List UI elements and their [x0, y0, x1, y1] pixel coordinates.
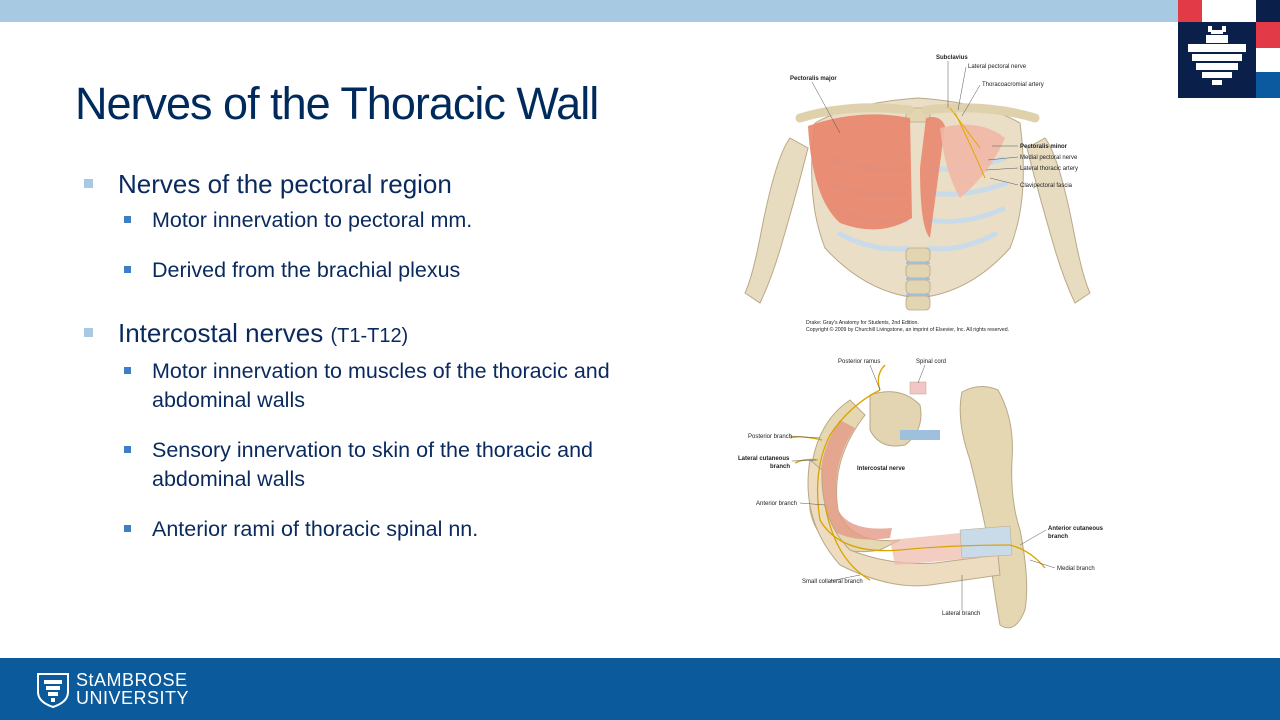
university-name-line2: UNIVERSITY — [76, 688, 190, 708]
university-name-line1: StAMBROSE — [76, 670, 188, 690]
label-lateral-cutaneous-2: branch — [770, 464, 790, 470]
bullet-intercostal-note: (T1-T12) — [330, 325, 409, 347]
bee-logo — [1178, 0, 1280, 98]
sub-bullet: Motor innervation to muscles of the thor… — [84, 357, 644, 415]
intercostal-nerve-illustration: Posterior ramus Spinal cord Posterior br… — [738, 359, 1104, 629]
label-intercostal-nerve: Intercostal nerve — [857, 466, 906, 472]
label-pectoralis-major: Pectoralis major — [790, 76, 837, 82]
label-clavipectoral-fascia: Clavipectoral fascia — [1020, 183, 1073, 189]
label-anterior-cutaneous-2: branch — [1048, 534, 1068, 540]
label-lateral-thoracic-artery: Lateral thoracic artery — [1020, 166, 1078, 172]
sub-bullet-text: Anterior rami of thoracic spinal nn. — [152, 517, 479, 541]
sub-bullet-text: Sensory innervation to skin of the thora… — [152, 438, 594, 491]
label-spinal-cord: Spinal cord — [916, 359, 946, 365]
sub-bullet: Anterior rami of thoracic spinal nn. — [84, 515, 644, 544]
label-pectoralis-minor: Pectoralis minor — [1020, 144, 1068, 150]
bullet-pectoral: Nerves of the pectoral region — [84, 168, 644, 200]
label-medial-branch: Medial branch — [1057, 566, 1095, 572]
sub-bullet-text: Motor innervation to pectoral mm. — [152, 208, 473, 232]
bullet-list: Nerves of the pectoral region Motor inne… — [84, 168, 644, 544]
label-anterior-branch: Anterior branch — [756, 501, 797, 507]
label-lateral-pectoral-nerve: Lateral pectoral nerve — [968, 64, 1027, 70]
bullet-intercostal-text: Intercostal nerves — [118, 318, 331, 348]
label-anterior-cutaneous-1: Anterior cutaneous — [1048, 526, 1104, 532]
label-medial-pectoral-nerve: Medial pectoral nerve — [1020, 155, 1078, 161]
sub-bullet-text: Motor innervation to muscles of the thor… — [152, 359, 610, 412]
label-posterior-branch: Posterior branch — [748, 434, 792, 440]
footer-bar: StAMBROSE UNIVERSITY — [0, 658, 1280, 720]
label-lateral-cutaneous-1: Lateral cutaneous — [738, 456, 790, 462]
label-small-collateral-branch: Small collateral branch — [802, 579, 863, 585]
bullet-intercostal: Intercostal nerves (T1-T12) — [84, 317, 644, 352]
top-accent-bar — [0, 0, 1178, 22]
label-posterior-ramus: Posterior ramus — [838, 359, 880, 365]
sub-bullet: Sensory innervation to skin of the thora… — [84, 436, 644, 494]
label-subclavius: Subclavius — [936, 55, 968, 61]
slide-title: Nerves of the Thoracic Wall — [75, 78, 599, 129]
university-name: StAMBROSE UNIVERSITY — [76, 671, 189, 707]
label-thoracoacromial-artery: Thoracoacromial artery — [982, 82, 1044, 88]
figure-credit-line2: Copyright © 2009 by Churchill Livingston… — [806, 326, 1009, 333]
university-crest-icon — [37, 673, 69, 708]
sub-bullet: Motor innervation to pectoral mm. — [84, 206, 644, 235]
bullet-pectoral-text: Nerves of the pectoral region — [118, 169, 452, 199]
label-lateral-branch: Lateral branch — [942, 611, 980, 617]
sub-bullet: Derived from the brachial plexus — [84, 256, 644, 285]
thoracic-wall-illustration: Subclavius Lateral pectoral nerve Thorac… — [744, 55, 1091, 333]
figure-credit-line1: Drake: Gray's Anatomy for Students, 2nd … — [806, 320, 919, 326]
sub-bullet-text: Derived from the brachial plexus — [152, 258, 461, 282]
